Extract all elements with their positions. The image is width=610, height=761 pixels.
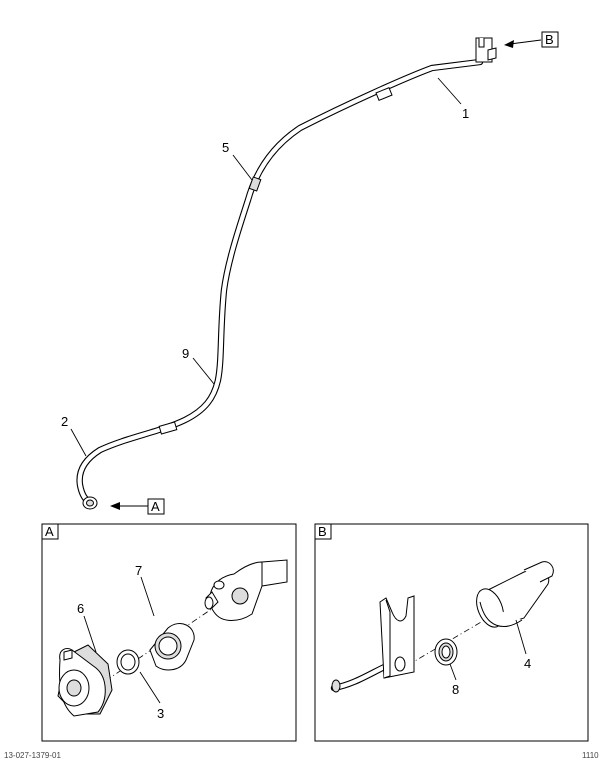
port-flange bbox=[204, 559, 288, 621]
detail-a-label: A bbox=[45, 524, 54, 539]
lower-fitting bbox=[82, 496, 98, 510]
bracket-with-tube bbox=[330, 595, 415, 693]
seal-ring bbox=[434, 638, 458, 666]
callout-3: 3 bbox=[157, 706, 164, 721]
o-ring bbox=[116, 649, 140, 675]
svg-text:A: A bbox=[151, 499, 160, 514]
svg-text:B: B bbox=[545, 32, 554, 47]
callout-9: 9 bbox=[182, 346, 189, 361]
callout-8: 8 bbox=[452, 682, 459, 697]
figure-id: 13-027-1379-01 bbox=[4, 751, 61, 760]
callout-4: 4 bbox=[524, 656, 531, 671]
callout-1: 1 bbox=[462, 106, 469, 121]
leader-lines bbox=[70, 77, 462, 457]
upper-tube-joint bbox=[375, 87, 393, 101]
callout-6: 6 bbox=[77, 601, 84, 616]
flange-gasket bbox=[149, 623, 195, 671]
callout-5: 5 bbox=[222, 140, 229, 155]
tube-fitting bbox=[57, 644, 113, 717]
protective-cap bbox=[476, 561, 554, 628]
tube-clip bbox=[248, 176, 262, 192]
view-ref-a: A bbox=[110, 498, 165, 515]
figure-date-code: 1110 bbox=[582, 751, 599, 760]
detail-a-panel: A bbox=[41, 523, 297, 742]
callout-2: 2 bbox=[61, 414, 68, 429]
view-ref-b: B bbox=[504, 31, 559, 48]
detail-b-label: B bbox=[318, 524, 327, 539]
tube-assembly bbox=[76, 37, 497, 510]
lower-tube-joint bbox=[158, 421, 178, 435]
upper-bracket bbox=[475, 37, 497, 63]
detail-b-panel: B 8 4 bbox=[314, 523, 589, 742]
callout-7: 7 bbox=[135, 563, 142, 578]
